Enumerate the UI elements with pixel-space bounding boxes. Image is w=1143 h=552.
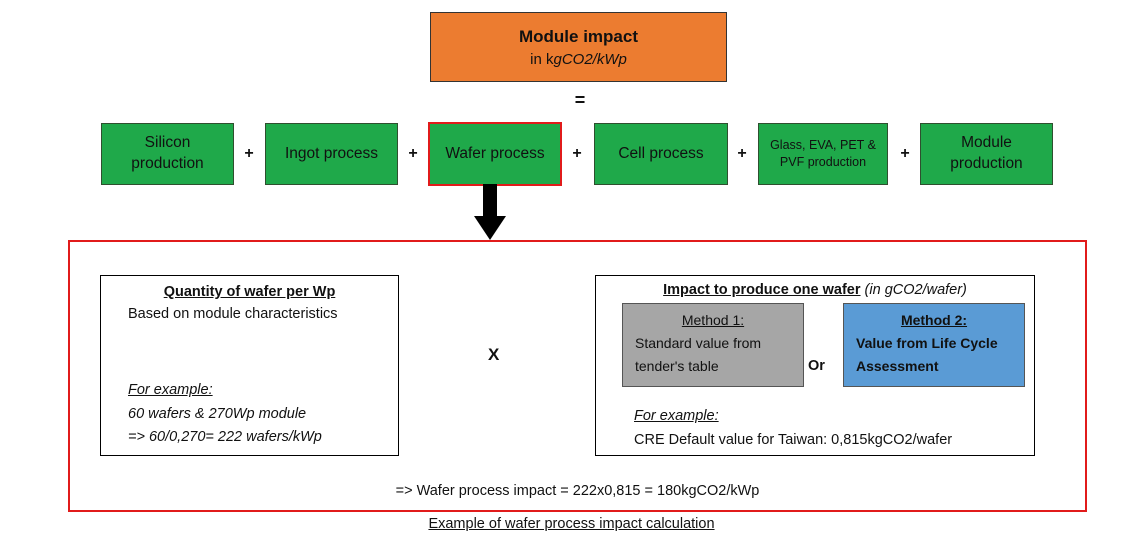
step-line: production [131, 155, 204, 172]
method-1-box: Method 1: Standard value from tender's t… [622, 303, 804, 387]
wafer-quantity-subtitle: Based on module characteristics [128, 306, 338, 322]
module-impact-unit: in kgCO2/kWp [530, 51, 627, 68]
wafer-impact-box: Impact to produce one wafer (in gCO2/waf… [595, 275, 1035, 456]
step-wafer-process: Wafer process [428, 122, 562, 186]
step-line: Module [961, 134, 1012, 152]
plus-sign: + [737, 145, 747, 162]
plus-sign: + [408, 145, 418, 162]
result-formula: => Wafer process impact = 222x0,815 = 18… [395, 483, 760, 499]
method-2-line: Assessment [856, 358, 939, 374]
step-line: Wafer process [445, 144, 545, 162]
plus-sign: + [900, 145, 910, 162]
method-2-box: Method 2: Value from Life Cycle Assessme… [843, 303, 1025, 387]
step-ingot-process: Ingot process [265, 123, 398, 185]
step-cell-process: Cell process [594, 123, 728, 185]
step-module-production: Module production [920, 123, 1053, 185]
equals-sign: = [574, 90, 586, 110]
example-label: For example: [128, 382, 213, 398]
step-line: Cell process [618, 144, 704, 162]
wafer-quantity-box: Quantity of wafer per Wp Based on module… [100, 275, 399, 456]
wafer-impact-heading-unit: (in gCO2/wafer) [864, 282, 967, 298]
plus-sign: + [244, 145, 254, 162]
method-1-line: Standard value from [635, 335, 762, 351]
or-label: Or [808, 358, 825, 374]
plus-sign: + [572, 145, 582, 162]
unit-italic: gCO2/kWp [553, 50, 627, 68]
wafer-quantity-heading: Quantity of wafer per Wp [163, 284, 336, 300]
multiply-sign: X [488, 345, 500, 364]
down-arrow-shaft [483, 184, 497, 218]
example-default-value: CRE Default value for Taiwan: 0,815kgCO2… [634, 432, 953, 448]
wafer-impact-heading: Impact to produce one wafer (in gCO2/waf… [596, 282, 1034, 298]
figure-caption: Example of wafer process impact calculat… [428, 516, 715, 532]
calculation-frame [68, 240, 1087, 512]
down-arrow-icon [474, 216, 506, 240]
step-silicon-production: Silicon production [101, 123, 234, 185]
method-2-line: Value from Life Cycle [856, 335, 998, 351]
step-line: Silicon [144, 134, 191, 152]
example-label: For example: [634, 408, 719, 424]
unit-prefix: in k [530, 50, 554, 68]
module-impact-box: Module impact in kgCO2/kWp [430, 12, 727, 82]
example-line: 60 wafers & 270Wp module [128, 406, 307, 422]
wafer-impact-heading-text: Impact to produce one wafer [663, 282, 861, 298]
step-line: Ingot process [284, 144, 379, 162]
step-line: PVF production [779, 155, 867, 169]
example-line: => 60/0,270= 222 wafers/kWp [128, 429, 322, 445]
step-line: production [950, 155, 1023, 172]
step-line: Glass, EVA, PET & [770, 137, 876, 152]
method-1-line: tender's table [635, 358, 719, 374]
method-1-title: Method 1: [681, 312, 745, 328]
step-glass-eva-pet-pvf: Glass, EVA, PET & PVF production [758, 123, 888, 185]
method-2-title: Method 2: [900, 312, 968, 328]
module-impact-title: Module impact [518, 26, 638, 46]
